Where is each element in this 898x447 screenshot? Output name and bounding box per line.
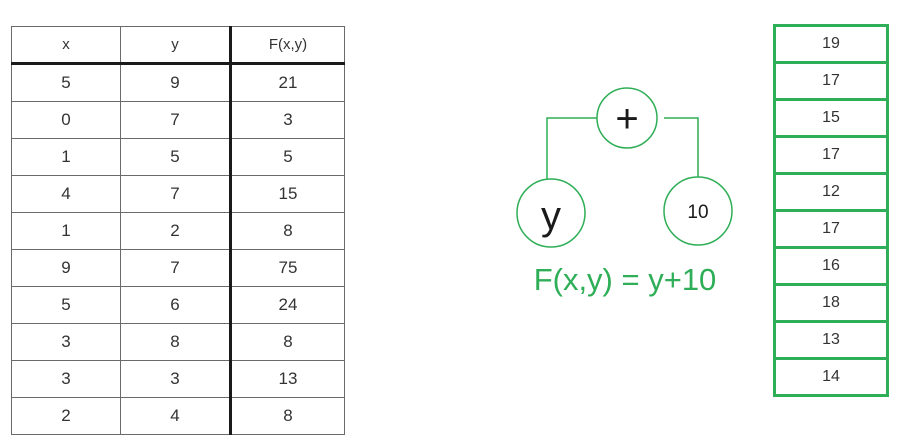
cell-x: 0 <box>11 101 121 139</box>
right-branch-line <box>664 117 699 178</box>
cell-f: 15 <box>230 175 345 213</box>
cell-y: 4 <box>120 397 232 435</box>
cell-y: 7 <box>120 101 232 139</box>
output-cell: 12 <box>776 175 886 212</box>
header-f: F(x,y) <box>230 26 345 65</box>
output-cell: 16 <box>776 249 886 286</box>
formula-label: F(x,y) = y+10 <box>533 262 717 297</box>
left-branch-line <box>546 117 597 181</box>
root-node-circle <box>596 87 658 149</box>
right-node-label: 10 <box>687 202 708 223</box>
output-cell: 13 <box>776 323 886 360</box>
cell-f: 13 <box>230 360 345 398</box>
output-cell: 17 <box>776 212 886 249</box>
output-cell: 15 <box>776 101 886 138</box>
cell-y: 8 <box>120 323 232 361</box>
cell-y: 2 <box>120 212 232 250</box>
left-node-label: y <box>541 194 561 238</box>
cell-f: 8 <box>230 323 345 361</box>
output-cell: 19 <box>776 27 886 64</box>
root-node-label: + <box>615 97 638 141</box>
output-cell: 17 <box>776 138 886 175</box>
cell-f: 8 <box>230 397 345 435</box>
output-cell: 14 <box>776 360 886 395</box>
cell-y: 9 <box>120 63 232 102</box>
cell-x: 1 <box>11 138 121 176</box>
output-cell: 17 <box>776 64 886 101</box>
header-x: x <box>11 26 121 65</box>
cell-y: 3 <box>120 360 232 398</box>
cell-f: 5 <box>230 138 345 176</box>
cell-f: 21 <box>230 63 345 102</box>
cell-y: 5 <box>120 138 232 176</box>
table-header-row: x y F(x,y) <box>11 26 345 65</box>
right-node-circle <box>663 176 733 246</box>
left-node-circle <box>516 178 586 248</box>
header-y: y <box>120 26 232 65</box>
output-cell: 18 <box>776 286 886 323</box>
cell-x: 3 <box>11 360 121 398</box>
